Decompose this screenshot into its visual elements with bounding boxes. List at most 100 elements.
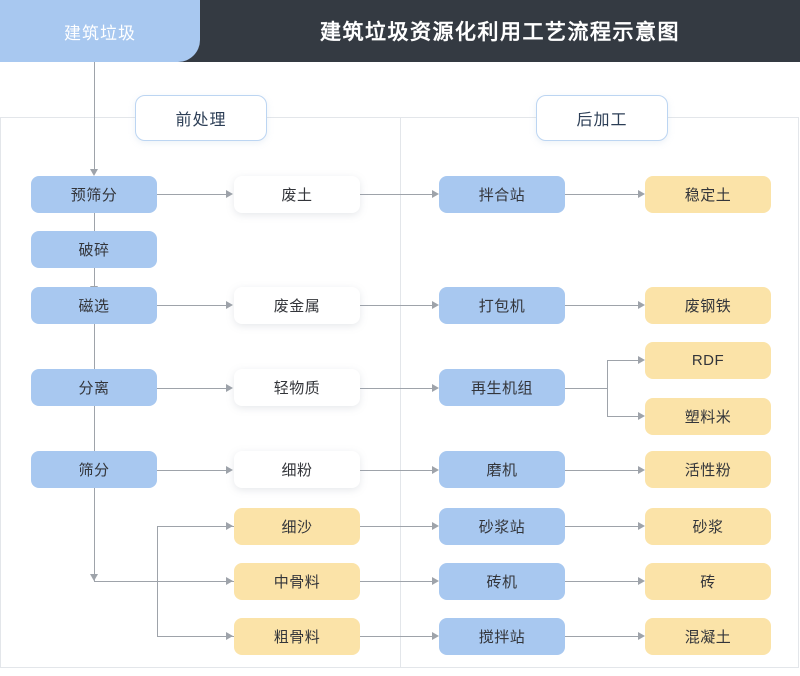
page-title: 建筑垃圾资源化利用工艺流程示意图 xyxy=(320,21,680,44)
connector-line xyxy=(565,388,608,389)
node-process-crushing[interactable]: 破碎 xyxy=(31,231,157,268)
connector-line xyxy=(565,581,640,582)
node-label: RDF xyxy=(691,352,725,369)
node-equipment-mortar-station[interactable]: 砂浆站 xyxy=(439,508,565,545)
connector-arrow xyxy=(432,301,439,309)
header-title-area: 建筑垃圾资源化利用工艺流程示意图 xyxy=(200,0,800,62)
node-equipment-brick-machine[interactable]: 砖机 xyxy=(439,563,565,600)
connector-line xyxy=(565,470,640,471)
header-tab-label: 建筑垃圾 xyxy=(64,23,136,43)
node-label: 砂浆站 xyxy=(478,519,526,536)
section-divider xyxy=(400,117,401,668)
node-material-coarse-aggregate[interactable]: 粗骨料 xyxy=(234,618,360,655)
node-product-concrete[interactable]: 混凝土 xyxy=(645,618,771,655)
connector-line xyxy=(360,388,433,389)
node-product-rdf[interactable]: RDF xyxy=(645,342,771,379)
connector-line xyxy=(94,268,95,293)
node-process-separation[interactable]: 分离 xyxy=(31,369,157,406)
connector-arrow xyxy=(638,577,645,585)
connector-line xyxy=(157,526,234,527)
connector-line xyxy=(94,406,95,462)
node-product-brick[interactable]: 砖 xyxy=(645,563,771,600)
node-label: 中骨料 xyxy=(273,574,321,591)
node-label: 粗骨料 xyxy=(273,629,321,646)
connector-arrow xyxy=(638,632,645,640)
connector-line xyxy=(360,470,433,471)
connector-line xyxy=(565,194,640,195)
node-process-magnetic-separation[interactable]: 磁选 xyxy=(31,287,157,324)
node-label: 废金属 xyxy=(273,298,321,315)
node-label: 砖 xyxy=(700,574,716,591)
node-label: 活性粉 xyxy=(684,462,732,479)
node-label: 磁选 xyxy=(78,298,110,315)
node-label: 废钢铁 xyxy=(684,298,732,315)
connector-line xyxy=(94,62,95,172)
connector-arrow xyxy=(226,301,233,309)
connector-line xyxy=(607,360,640,361)
node-label: 破碎 xyxy=(78,242,110,259)
node-material-fine-sand[interactable]: 细沙 xyxy=(234,508,360,545)
stage-label-pre-processing: 前处理 xyxy=(135,95,267,141)
node-product-scrap-steel[interactable]: 废钢铁 xyxy=(645,287,771,324)
node-label: 搅拌站 xyxy=(478,629,526,646)
diagram-header: 建筑垃圾 建筑垃圾资源化利用工艺流程示意图 xyxy=(0,0,800,62)
node-label: 混凝土 xyxy=(684,629,732,646)
node-material-waste-metal[interactable]: 废金属 xyxy=(234,287,360,324)
connector-arrow xyxy=(432,384,439,392)
node-label: 砂浆 xyxy=(692,519,724,536)
connector-line xyxy=(94,213,95,238)
connector-arrow xyxy=(90,169,98,176)
node-label: 废土 xyxy=(281,187,313,204)
node-equipment-mixing-station[interactable]: 拌合站 xyxy=(439,176,565,213)
node-label: 再生机组 xyxy=(470,380,533,397)
node-material-light-matter[interactable]: 轻物质 xyxy=(234,369,360,406)
connector-line xyxy=(360,636,433,637)
connector-arrow xyxy=(432,466,439,474)
connector-line xyxy=(607,416,640,417)
node-material-waste-soil[interactable]: 废土 xyxy=(234,176,360,213)
node-equipment-mill[interactable]: 磨机 xyxy=(439,451,565,488)
connector-line xyxy=(360,305,433,306)
connector-arrow xyxy=(226,384,233,392)
connector-arrow xyxy=(638,301,645,309)
node-equipment-concrete-plant[interactable]: 搅拌站 xyxy=(439,618,565,655)
connector-arrow xyxy=(638,190,645,198)
connector-arrow xyxy=(638,522,645,530)
node-label: 细粉 xyxy=(281,462,313,479)
node-product-plastic-pellets[interactable]: 塑料米 xyxy=(645,398,771,435)
stage-label-text: 前处理 xyxy=(175,112,227,129)
node-material-medium-aggregate[interactable]: 中骨料 xyxy=(234,563,360,600)
node-label: 塑料米 xyxy=(684,409,732,426)
connector-arrow xyxy=(90,574,98,581)
node-process-screening[interactable]: 筛分 xyxy=(31,451,157,488)
node-equipment-recycling-unit[interactable]: 再生机组 xyxy=(439,369,565,406)
connector-arrow xyxy=(226,577,233,585)
node-label: 细沙 xyxy=(281,519,313,536)
connector-arrow xyxy=(638,356,645,364)
node-label: 磨机 xyxy=(486,462,518,479)
connector-arrow xyxy=(638,412,645,420)
connector-line xyxy=(94,581,234,582)
stage-label-text: 后加工 xyxy=(576,112,628,129)
node-label: 分离 xyxy=(78,380,110,397)
connector-line xyxy=(94,488,95,581)
node-process-pre-screening[interactable]: 预筛分 xyxy=(31,176,157,213)
connector-arrow xyxy=(226,190,233,198)
node-label: 轻物质 xyxy=(273,380,321,397)
connector-arrow xyxy=(432,632,439,640)
diagram-panel xyxy=(0,117,799,668)
node-material-fine-powder[interactable]: 细粉 xyxy=(234,451,360,488)
connector-line xyxy=(157,636,234,637)
connector-line xyxy=(360,581,433,582)
node-label: 砖机 xyxy=(486,574,518,591)
node-product-stabilized-soil[interactable]: 稳定土 xyxy=(645,176,771,213)
connector-line xyxy=(157,388,227,389)
node-equipment-baler[interactable]: 打包机 xyxy=(439,287,565,324)
node-product-mortar[interactable]: 砂浆 xyxy=(645,508,771,545)
node-label: 拌合站 xyxy=(478,187,526,204)
connector-line xyxy=(157,526,158,637)
node-product-active-powder[interactable]: 活性粉 xyxy=(645,451,771,488)
node-label: 稳定土 xyxy=(684,187,732,204)
connector-arrow xyxy=(226,466,233,474)
